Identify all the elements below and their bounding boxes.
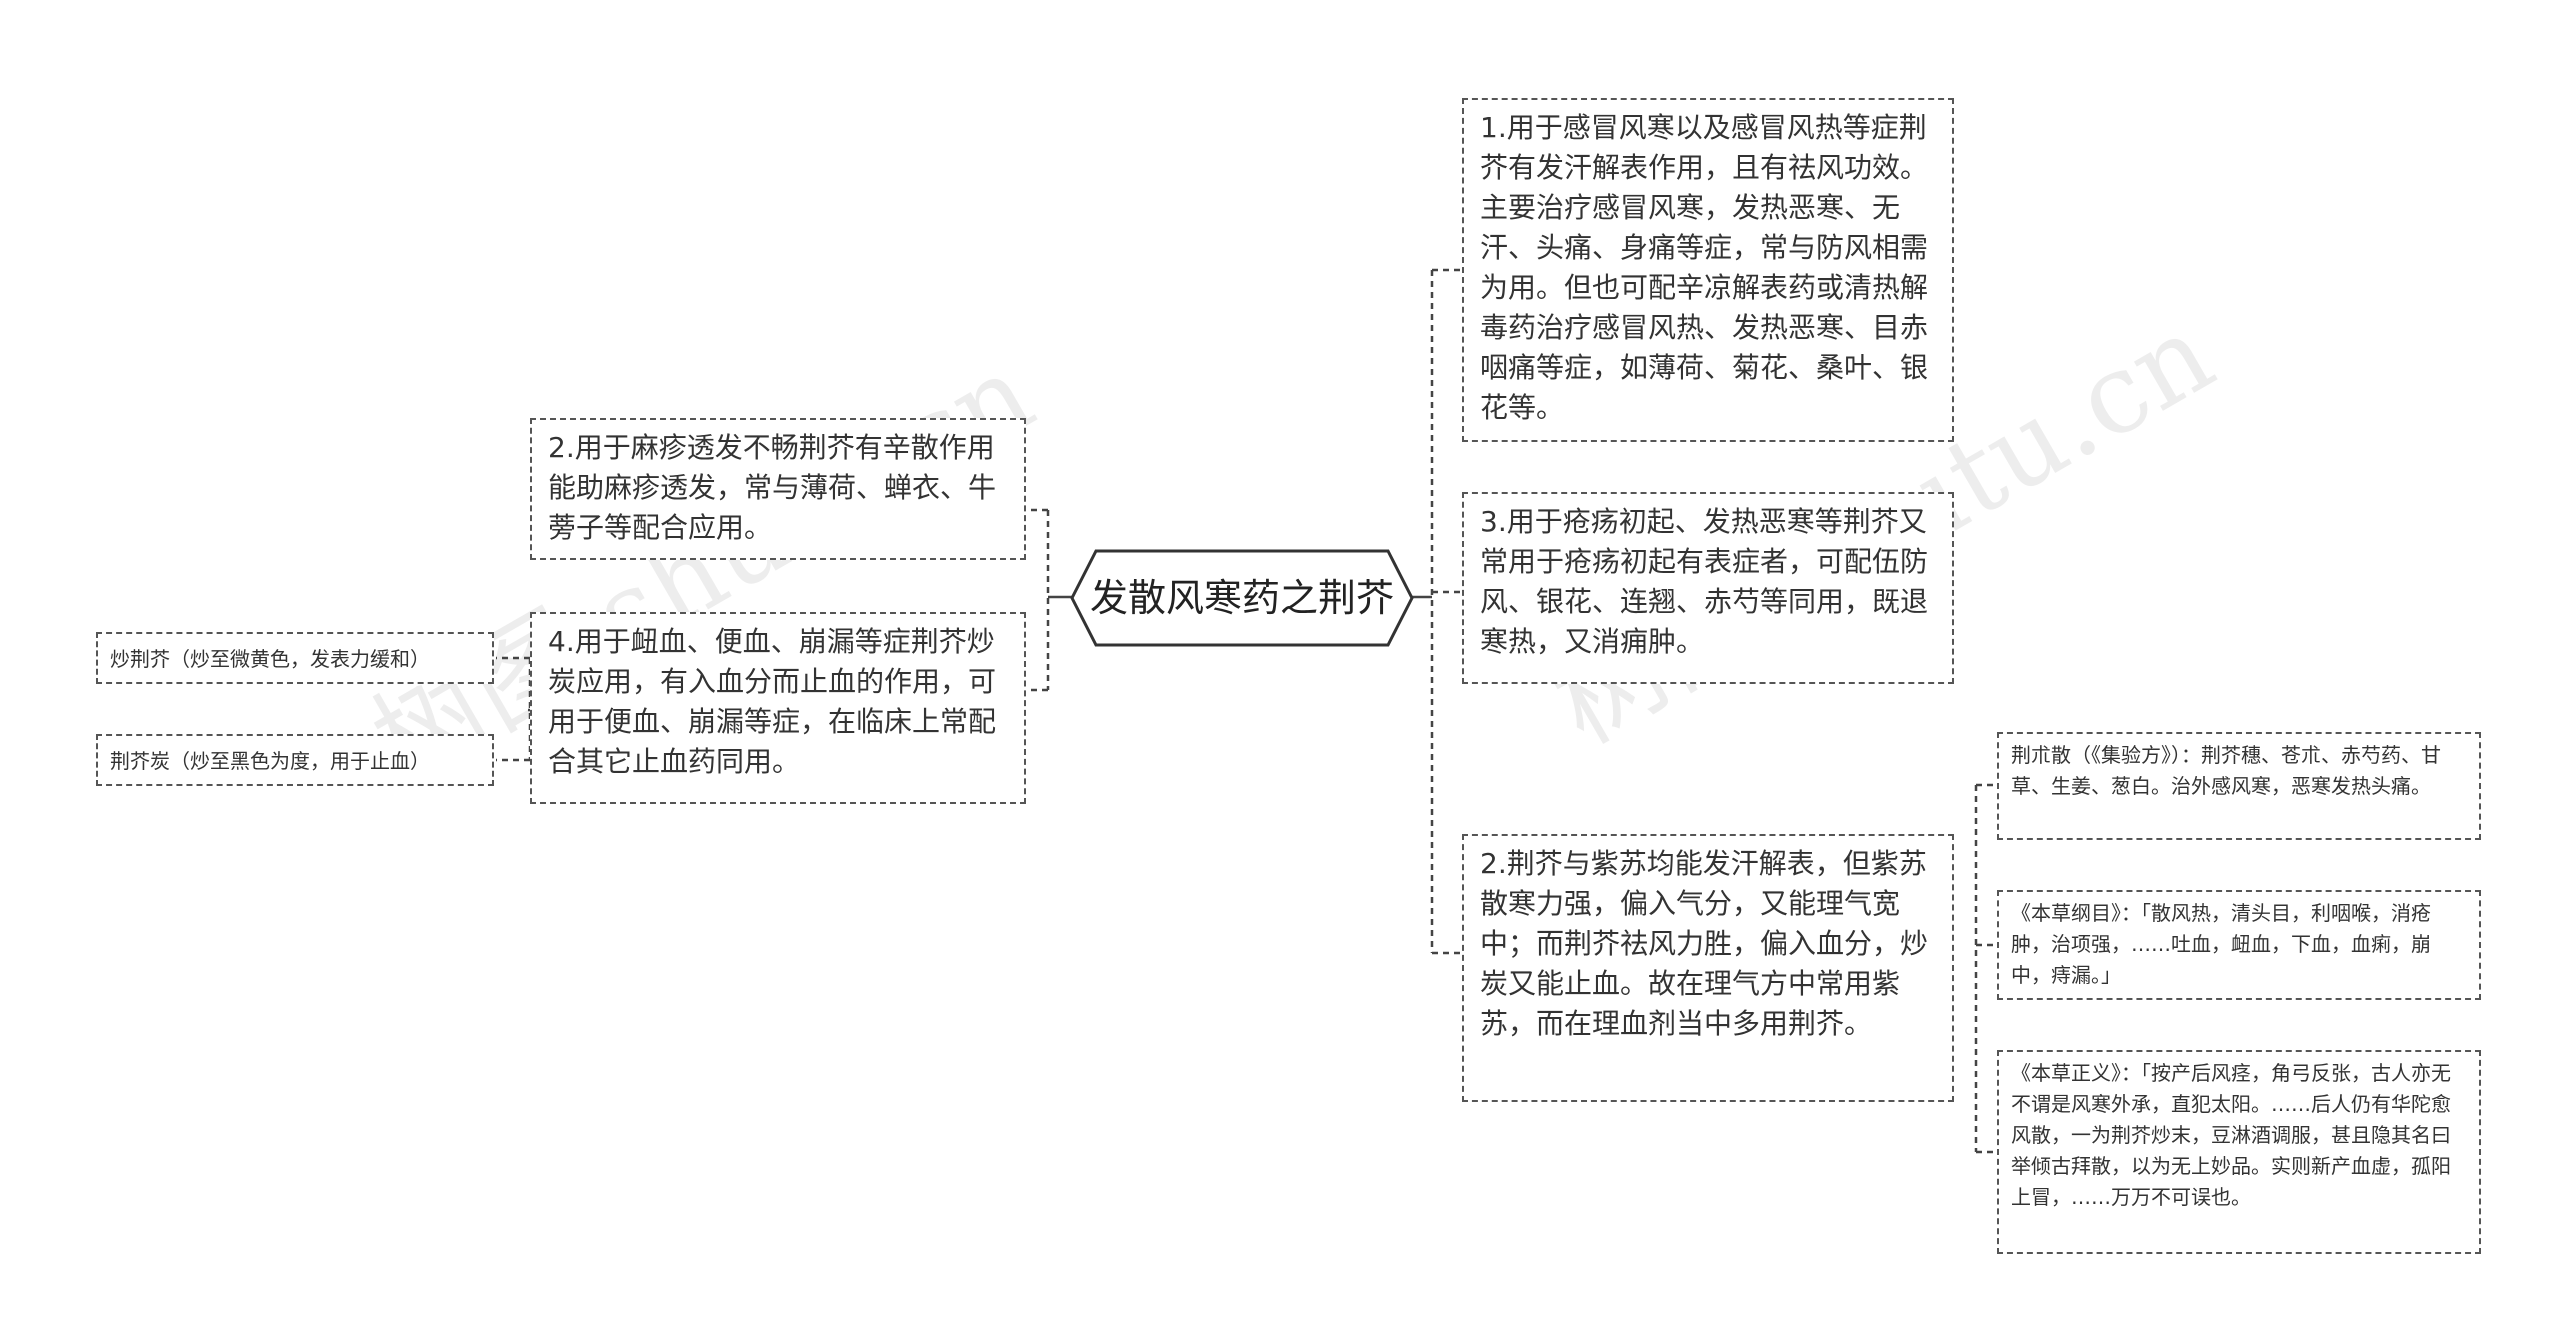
leaf-fried-jingjie[interactable]: 炒荆芥（炒至微黄色，发表力缓和）: [96, 632, 494, 684]
leaf-jingzhu-powder[interactable]: 荆朮散（《集验方》）：荆芥穗、苍朮、赤芍药、甘草、生姜、葱白。治外感风寒，恶寒发…: [1997, 732, 2481, 840]
node-sores[interactable]: 3.用于疮疡初起、发热恶寒等荆芥又常用于疮疡初起有表症者，可配伍防风、银花、连翘…: [1462, 492, 1954, 684]
connector-n4-children: [496, 656, 532, 762]
connector-root-right: [1412, 268, 1460, 955]
leaf-jingjie-charcoal[interactable]: 荆芥炭（炒至黑色为度，用于止血）: [96, 734, 494, 786]
connector-root-left: [1028, 508, 1072, 692]
connector-n2b-children: [1974, 783, 1995, 1154]
root-node-shape: [1070, 549, 1414, 647]
root-node[interactable]: 发散风寒药之荆芥: [1089, 576, 1394, 620]
node-vs-zisu[interactable]: 2.荆芥与紫苏均能发汗解表，但紫苏散寒力强，偏入气分，又能理气宽中；而荆芥祛风力…: [1462, 834, 1954, 1102]
leaf-bencao-gangmu[interactable]: 《本草纲目》：「散风热，清头目，利咽喉，消疮肿，治项强，……吐血，衄血，下血，血…: [1997, 890, 2481, 1000]
node-measles[interactable]: 2.用于麻疹透发不畅荆芥有辛散作用能助麻疹透发，常与薄荷、蝉衣、牛蒡子等配合应用…: [530, 418, 1026, 560]
leaf-bencao-zhengyi[interactable]: 《本草正义》：「按产后风痉，角弓反张，古人亦无不谓是风寒外承，直犯太阳。……后人…: [1997, 1050, 2481, 1254]
node-cold-fever[interactable]: 1.用于感冒风寒以及感冒风热等症荆芥有发汗解表作用，且有祛风功效。主要治疗感冒风…: [1462, 98, 1954, 442]
node-bleeding[interactable]: 4.用于衄血、便血、崩漏等症荆芥炒炭应用，有入血分而止血的作用，可用于便血、崩漏…: [530, 612, 1026, 804]
